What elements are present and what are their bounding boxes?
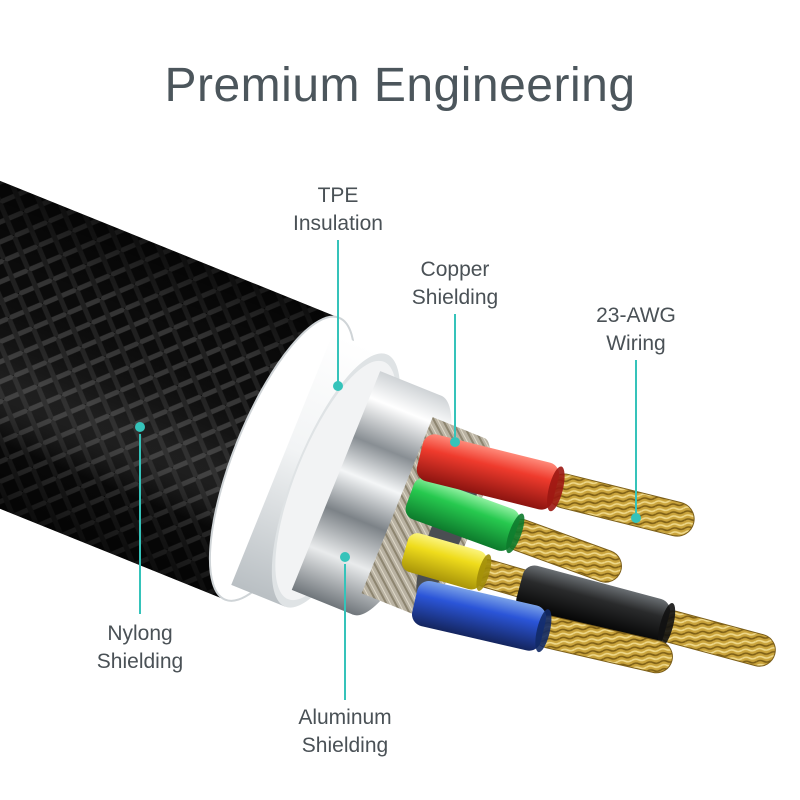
braided-jacket bbox=[0, 18, 340, 600]
leader-dot-tpe bbox=[333, 381, 343, 391]
page-title: Premium Engineering bbox=[164, 59, 636, 112]
wire-red bbox=[416, 434, 695, 537]
wire-blue bbox=[411, 580, 673, 674]
leader-line-awg bbox=[635, 360, 637, 513]
label-nylon-shielding: Nylong Shielding bbox=[96, 622, 184, 673]
leader-line-nylon bbox=[139, 434, 141, 614]
leader-line-copper bbox=[454, 314, 456, 437]
label-tpe-insulation: TPE Insulation bbox=[293, 184, 383, 235]
wire-green bbox=[405, 477, 622, 583]
leader-line-tpe bbox=[337, 240, 339, 382]
label-awg-wiring: 23-AWG Wiring bbox=[596, 304, 676, 355]
label-aluminum-shielding: Aluminum Shielding bbox=[298, 706, 392, 757]
leader-dot-awg bbox=[631, 513, 641, 523]
label-copper-shielding: Copper Shielding bbox=[411, 258, 499, 309]
leader-line-aluminum bbox=[344, 564, 346, 700]
leader-dot-copper bbox=[450, 437, 460, 447]
leader-dot-nylon bbox=[135, 422, 145, 432]
leader-dot-aluminum bbox=[340, 552, 350, 562]
wire-black bbox=[516, 565, 776, 667]
